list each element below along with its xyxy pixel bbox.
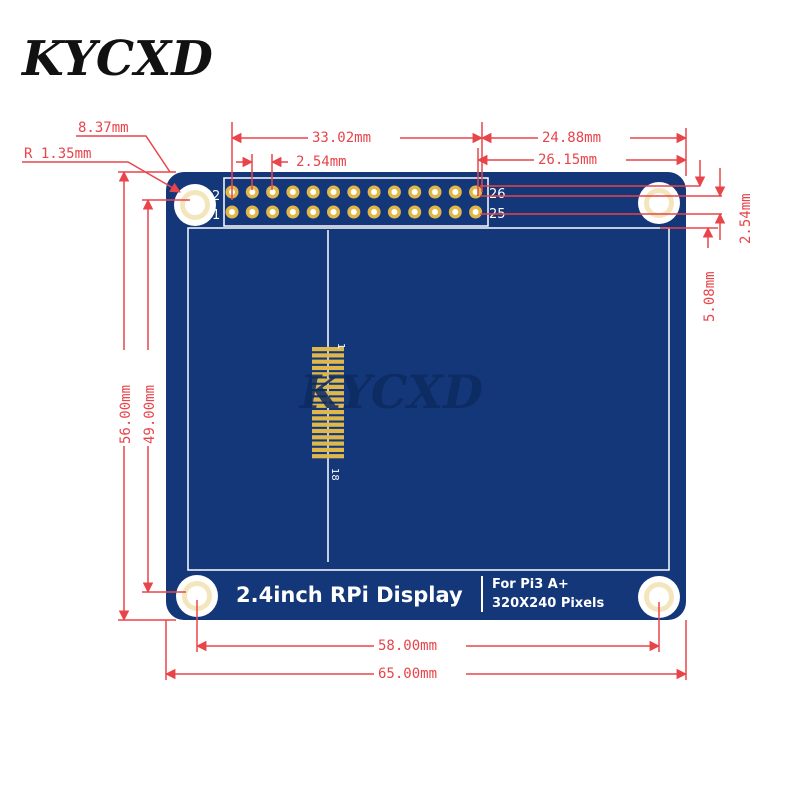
fpc-pad bbox=[312, 416, 344, 421]
fpc-pad bbox=[312, 353, 344, 358]
gpio-pin bbox=[286, 205, 300, 219]
gpio-pin bbox=[266, 205, 280, 219]
pin-label-2: 2 bbox=[212, 189, 220, 204]
gpio-pin bbox=[367, 185, 381, 199]
gpio-pin bbox=[428, 205, 442, 219]
svg-text:65.00mm: 65.00mm bbox=[378, 666, 437, 682]
fpc-pad bbox=[312, 372, 344, 377]
svg-text:R 1.35mm: R 1.35mm bbox=[24, 146, 91, 162]
mounting-hole-top-right bbox=[638, 182, 680, 224]
dim-board-width: 65.00mm bbox=[164, 620, 688, 682]
mounting-hole-bottom-right bbox=[638, 576, 680, 618]
dim-hole-spacing-vertical: 49.00mm bbox=[138, 198, 190, 594]
mounting-hole-top-left bbox=[174, 184, 216, 226]
gpio-pins bbox=[225, 185, 483, 219]
fpc-connector-pads bbox=[312, 347, 344, 459]
fpc-label-1: 1 bbox=[335, 343, 346, 349]
gpio-pin bbox=[327, 205, 340, 219]
brand-logo: KYCXD bbox=[20, 31, 213, 87]
svg-text:56.00mm: 56.00mm bbox=[118, 385, 134, 444]
fpc-label-18: 18 bbox=[329, 468, 340, 481]
gpio-header-outline bbox=[223, 177, 489, 227]
gpio-pin bbox=[306, 185, 320, 199]
dim-row-pitch: 2.54mm bbox=[714, 168, 754, 244]
fpc-pad bbox=[312, 391, 344, 396]
pin-label-1: 1 bbox=[212, 208, 220, 223]
fpc-pad bbox=[312, 441, 344, 446]
dim-hole-radius: R 1.35mm bbox=[22, 146, 181, 193]
gpio-pin bbox=[367, 205, 381, 219]
pin-label-26: 26 bbox=[489, 187, 506, 202]
gpio-pin bbox=[469, 185, 483, 199]
fpc-pad bbox=[312, 365, 344, 371]
fpc-pad bbox=[312, 454, 344, 459]
board-subtitle-line2: 320X240 Pixels bbox=[492, 596, 604, 611]
fpc-pad bbox=[312, 403, 344, 408]
fpc-pad bbox=[312, 422, 344, 427]
dim-pin-pitch: 2.54mm bbox=[236, 154, 347, 190]
svg-text:58.00mm: 58.00mm bbox=[378, 638, 437, 654]
mounting-hole-bottom-left bbox=[176, 575, 218, 617]
gpio-pin bbox=[448, 185, 462, 199]
gpio-pin bbox=[469, 205, 483, 219]
svg-text:49.00mm: 49.00mm bbox=[142, 385, 158, 444]
board-subtitle-line1: For Pi3 A+ bbox=[492, 577, 569, 592]
dim-hole-offset: 8.37mm bbox=[76, 120, 171, 173]
dim-right-to-header: 24.88mm bbox=[480, 128, 688, 176]
screen-area-outline bbox=[187, 227, 670, 571]
gpio-pin bbox=[387, 205, 401, 219]
svg-text:2.54mm: 2.54mm bbox=[296, 154, 347, 170]
svg-text:33.02mm: 33.02mm bbox=[312, 130, 371, 146]
gpio-pin bbox=[428, 185, 442, 199]
dim-right-to-pin: 26.15mm bbox=[476, 148, 688, 196]
svg-text:24.88mm: 24.88mm bbox=[542, 130, 601, 146]
fpc-pad bbox=[312, 410, 344, 415]
pcb-board bbox=[166, 172, 686, 620]
fpc-pad bbox=[312, 378, 344, 383]
gpio-pin bbox=[245, 205, 259, 219]
gpio-pin bbox=[387, 185, 401, 199]
gpio-pin bbox=[347, 185, 361, 199]
gpio-pin bbox=[286, 185, 300, 199]
fpc-pad bbox=[312, 435, 344, 440]
watermark: KYCXD bbox=[298, 365, 483, 419]
gpio-pin bbox=[327, 185, 340, 199]
gpio-pin bbox=[347, 205, 361, 219]
svg-text:26.15mm: 26.15mm bbox=[538, 152, 597, 168]
fpc-pad bbox=[312, 397, 344, 402]
fpc-pad bbox=[312, 428, 344, 434]
gpio-pin bbox=[225, 205, 239, 219]
fpc-pad bbox=[312, 359, 344, 364]
gpio-pin bbox=[448, 205, 462, 219]
dim-top-to-screen: 5.08mm bbox=[660, 160, 718, 322]
gpio-pin bbox=[408, 185, 422, 199]
fpc-pad bbox=[312, 447, 344, 452]
gpio-pin bbox=[266, 185, 280, 199]
svg-text:5.08mm: 5.08mm bbox=[702, 271, 718, 322]
fpc-pad bbox=[312, 384, 344, 389]
gpio-pin bbox=[306, 205, 320, 219]
svg-text:8.37mm: 8.37mm bbox=[78, 120, 129, 136]
gpio-pin bbox=[408, 205, 422, 219]
gpio-pin bbox=[245, 185, 259, 199]
dim-hole-spacing-horizontal: 58.00mm bbox=[195, 600, 661, 654]
board-title: 2.4inch RPi Display bbox=[236, 583, 463, 607]
fpc-pad bbox=[312, 347, 344, 352]
dim-board-height: 56.00mm bbox=[114, 170, 176, 622]
svg-text:2.54mm: 2.54mm bbox=[738, 193, 754, 244]
